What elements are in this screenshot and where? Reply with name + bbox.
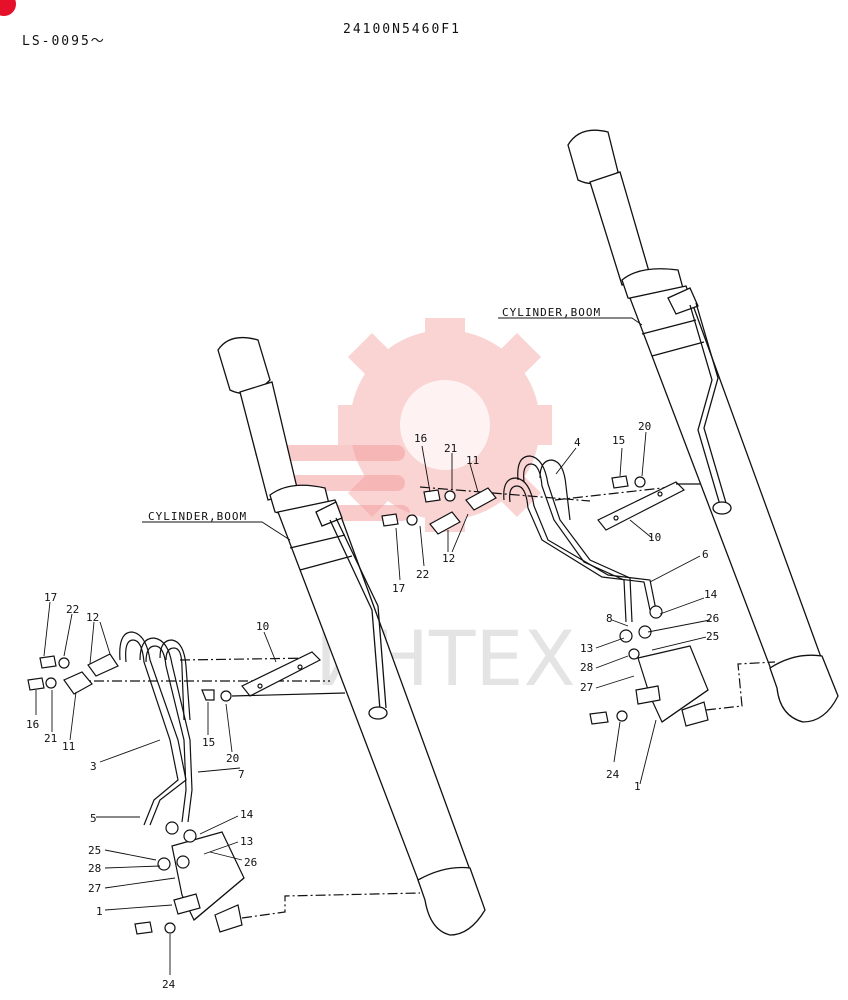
callout-left-25: 25 — [88, 844, 101, 857]
right-callouts: 16 21 11 4 15 20 17 22 12 10 6 8 14 26 2… — [392, 420, 719, 793]
callout-left-10: 10 — [256, 620, 269, 633]
callout-left-13: 13 — [240, 835, 253, 848]
callout-right-11: 11 — [466, 454, 479, 467]
callout-right-12: 12 — [442, 552, 455, 565]
callout-right-28: 28 — [580, 661, 593, 674]
callout-right-4: 4 — [574, 436, 581, 449]
left-callouts: 17 22 12 10 16 21 11 15 20 3 7 5 14 13 2… — [26, 591, 269, 991]
callout-left-12: 12 — [86, 611, 99, 624]
callout-right-21: 21 — [444, 442, 457, 455]
callout-left-7: 7 — [238, 768, 245, 781]
callout-left-15: 15 — [202, 736, 215, 749]
right-pipe-assembly — [381, 455, 776, 727]
callout-right-13: 13 — [580, 642, 593, 655]
left-boom-cylinder — [217, 336, 486, 936]
callout-right-8: 8 — [606, 612, 613, 625]
callout-left-1: 1 — [96, 905, 103, 918]
callout-right-10: 10 — [648, 531, 661, 544]
leader-lines — [35, 317, 711, 975]
callout-left-21: 21 — [44, 732, 57, 745]
callout-left-27: 27 — [88, 882, 101, 895]
callout-right-27: 27 — [580, 681, 593, 694]
watermark: ИНТЕХ — [255, 318, 576, 703]
callout-left-28: 28 — [88, 862, 101, 875]
callout-right-1: 1 — [634, 780, 641, 793]
callout-right-24: 24 — [606, 768, 620, 781]
callout-right-16: 16 — [414, 432, 427, 445]
callout-right-20: 20 — [638, 420, 651, 433]
callout-right-14: 14 — [704, 588, 718, 601]
callout-left-3: 3 — [90, 760, 97, 773]
callout-left-16: 16 — [26, 718, 39, 731]
callout-left-26: 26 — [244, 856, 257, 869]
right-boom-cylinder — [567, 129, 839, 723]
right-cylinder-label: CYLINDER,BOOM — [502, 306, 601, 319]
part-number: 24100N5460F1 — [343, 22, 461, 37]
callout-left-11: 11 — [62, 740, 75, 753]
callout-right-26: 26 — [706, 612, 719, 625]
left-cylinder-label: CYLINDER,BOOM — [148, 510, 247, 523]
callout-left-17: 17 — [44, 591, 57, 604]
callout-right-15: 15 — [612, 434, 625, 447]
callout-right-25: 25 — [706, 630, 719, 643]
left-pipe-assembly — [27, 631, 421, 935]
callout-left-20: 20 — [226, 752, 239, 765]
callout-left-5: 5 — [90, 812, 97, 825]
callout-left-22: 22 — [66, 603, 79, 616]
callout-right-17: 17 — [392, 582, 405, 595]
callout-right-22: 22 — [416, 568, 429, 581]
serial-range: LS-0095～ — [22, 34, 106, 49]
callout-left-14: 14 — [240, 808, 254, 821]
callout-left-24: 24 — [162, 978, 176, 991]
callout-right-6: 6 — [702, 548, 709, 561]
corner-marker — [0, 0, 16, 16]
